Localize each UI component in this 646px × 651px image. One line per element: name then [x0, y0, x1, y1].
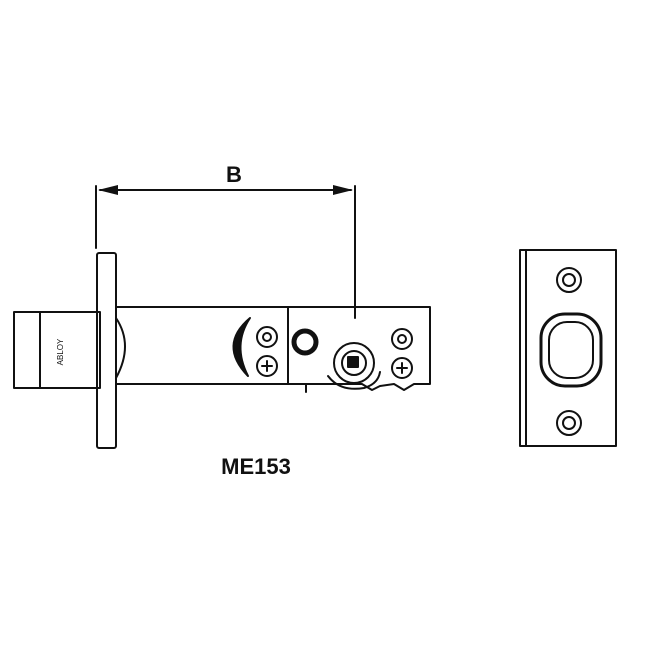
bolt-body [13, 311, 101, 389]
strike-screw-top-center-icon [562, 273, 576, 287]
hub-lever [327, 371, 381, 390]
strike-opening-inner [548, 321, 594, 379]
hub-outer-ring [333, 342, 375, 384]
dimension-b [95, 185, 356, 319]
brand-text: ABLOY [56, 338, 65, 365]
strike-plate [519, 249, 617, 447]
strike-opening [539, 312, 603, 388]
model-label: ME153 [221, 454, 291, 479]
case-screws-right [391, 328, 413, 379]
dimension-arrow-left [98, 185, 118, 195]
strike-screw-bottom-center-icon [562, 416, 576, 430]
strike-screw-top-icon [556, 267, 582, 293]
rivet-icon [291, 328, 319, 356]
strike-plate-frame [519, 249, 617, 447]
strike-screw-bottom-icon [556, 410, 582, 436]
dimension-arrow-right [333, 185, 353, 195]
bolt-dome [115, 317, 126, 379]
latch-bolt [13, 311, 101, 389]
spindle-hub [327, 342, 381, 390]
hub-square-icon [347, 356, 359, 368]
screw-plus-icon [256, 355, 278, 377]
screw-ring-center-icon [262, 332, 272, 342]
screw-ring-icon [256, 326, 278, 348]
case-outline [115, 306, 431, 391]
screw-ring-center-icon [397, 334, 407, 344]
hub-inner-ring [341, 350, 367, 376]
dimension-label: B [226, 162, 242, 187]
screw-plus-icon [391, 357, 413, 379]
screw-ring-icon [391, 328, 413, 350]
crescent-guard [232, 317, 251, 377]
faceplate [96, 252, 117, 449]
case-screws-left [256, 326, 278, 377]
latch-case [115, 306, 431, 393]
